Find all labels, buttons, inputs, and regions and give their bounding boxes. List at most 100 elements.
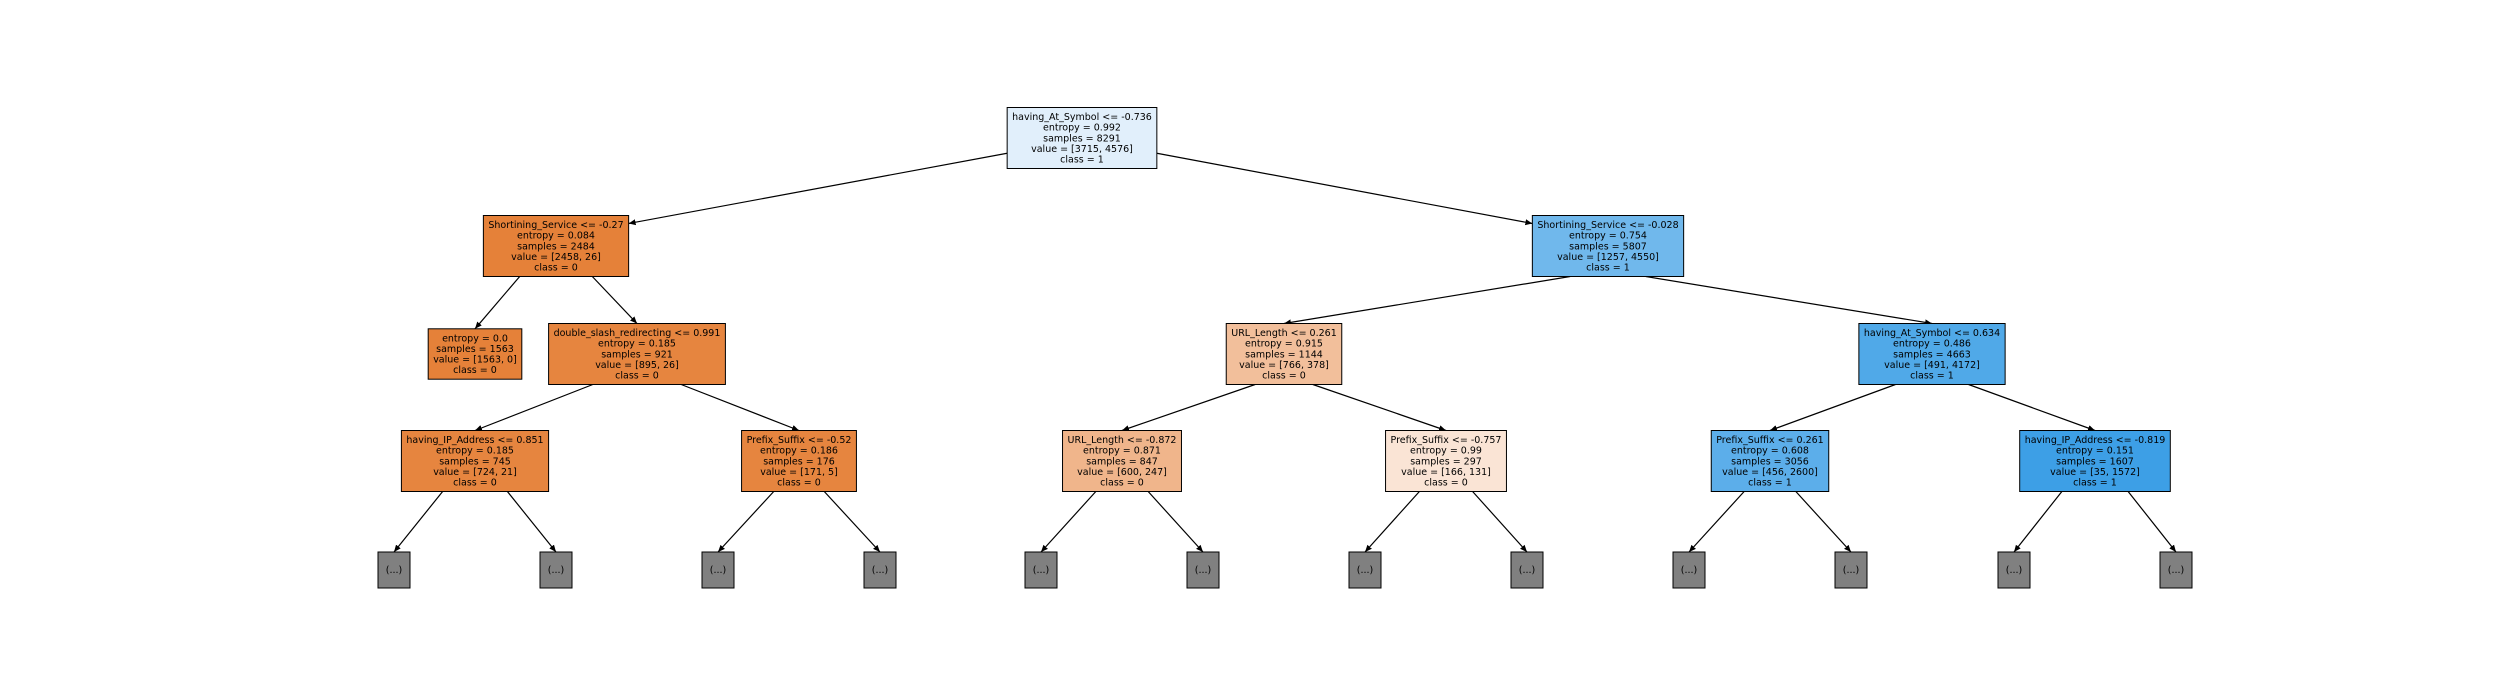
node-box <box>741 430 857 492</box>
node-text-line: entropy = 0.754 <box>1569 231 1647 242</box>
node-text-line: value = [456, 2600] <box>1722 467 1818 478</box>
truncated-node-box <box>1510 551 1544 589</box>
node-text-line: value = [35, 1572] <box>2050 467 2140 478</box>
node-box <box>400 430 550 492</box>
truncated-node-label: (...) <box>1033 565 1049 576</box>
node-text-line: entropy = 0.915 <box>1245 339 1323 350</box>
truncated-node-label: (...) <box>1357 565 1373 576</box>
tree-edge <box>591 276 638 324</box>
node-box <box>1858 323 2006 385</box>
tree-edge <box>1283 275 1571 326</box>
node-text-line: value = [491, 4172] <box>1884 360 1980 371</box>
tree-edge <box>1472 491 1528 553</box>
node-text-line: class = 0 <box>777 478 821 489</box>
truncated-node: (...) <box>539 551 573 589</box>
tree-edge <box>1769 383 1896 432</box>
node-text-line: class = 0 <box>1424 478 1468 489</box>
truncated-node-label: (...) <box>1195 565 1211 576</box>
node-text-line: Shortining_Service <= -0.27 <box>488 220 623 231</box>
node-text-line: class = 0 <box>1262 371 1306 382</box>
node-text-line: entropy = 0.084 <box>517 231 595 242</box>
truncated-node-label: (...) <box>1843 565 1859 576</box>
node-text-line: having_At_Symbol <= -0.736 <box>1012 112 1152 123</box>
node-text-line: samples = 176 <box>763 456 835 467</box>
truncated-node-box <box>539 551 573 589</box>
node-text-line: class = 1 <box>1060 155 1104 166</box>
truncated-node: (...) <box>1672 551 1706 589</box>
node-text-line: class = 0 <box>534 263 578 274</box>
truncated-node-label: (...) <box>1519 565 1535 576</box>
node-text-line: value = [724, 21] <box>433 467 517 478</box>
tree-edges <box>393 152 2177 553</box>
node-text-line: value = [600, 247] <box>1077 467 1167 478</box>
tree-edge <box>1121 383 1256 432</box>
node-text-line: value = [171, 5] <box>760 467 838 478</box>
node-text-line: samples = 2484 <box>517 241 595 252</box>
node-text-line: samples = 1144 <box>1245 349 1323 360</box>
node-text-line: Shortining_Service <= -0.028 <box>1537 220 1678 231</box>
node-box <box>427 328 523 380</box>
node-text-line: samples = 1607 <box>2056 456 2134 467</box>
node-text-line: samples = 297 <box>1410 456 1482 467</box>
truncated-node: (...) <box>863 551 897 589</box>
tree-edge <box>1156 152 1533 226</box>
node-text-line: double_slash_redirecting <= 0.991 <box>554 328 721 339</box>
node-text-line: entropy = 0.99 <box>1410 446 1482 457</box>
tree-edge <box>1364 491 1420 553</box>
tree-edge <box>1147 491 1204 553</box>
truncated-node-box <box>1348 551 1382 589</box>
node-text-line: entropy = 0.185 <box>436 446 514 457</box>
truncated-node-box <box>863 551 897 589</box>
truncated-node-box <box>1834 551 1868 589</box>
truncated-node: (...) <box>2159 551 2193 589</box>
node-box <box>2019 430 2171 492</box>
tree-edge <box>1688 491 1745 553</box>
node-text-line: entropy = 0.185 <box>598 339 676 350</box>
node-text-line: entropy = 0.608 <box>1731 446 1809 457</box>
node-text-line: entropy = 0.186 <box>760 446 838 457</box>
truncated-node: (...) <box>1024 551 1058 589</box>
truncated-node-box <box>701 551 735 589</box>
node-text-line: class = 1 <box>2073 478 2117 489</box>
truncated-node-label: (...) <box>1681 565 1697 576</box>
truncated-node-label: (...) <box>2168 565 2184 576</box>
tree-edge <box>2127 491 2177 553</box>
node-text-line: URL_Length <= 0.261 <box>1231 328 1337 339</box>
node-text-line: entropy = 0.0 <box>442 333 508 344</box>
node-text-line: entropy = 0.151 <box>2056 446 2134 457</box>
node-text-line: class = 1 <box>1586 263 1630 274</box>
node-text-line: samples = 3056 <box>1731 456 1809 467</box>
node-text-line: having_At_Symbol <= 0.634 <box>1864 328 2000 339</box>
node-box <box>1006 107 1158 169</box>
node-text-line: value = [2458, 26] <box>511 252 601 263</box>
node-text-line: samples = 745 <box>439 456 511 467</box>
node-text-line: value = [1563, 0] <box>433 355 517 366</box>
node-text-line: entropy = 0.486 <box>1893 339 1971 350</box>
node-text-line: samples = 1563 <box>436 344 514 355</box>
tree-edge <box>628 152 1008 226</box>
node-box <box>482 215 630 277</box>
node-text-line: value = [766, 378] <box>1239 360 1329 371</box>
node-text-line: samples = 8291 <box>1043 133 1121 144</box>
tree-node: double_slash_redirecting <= 0.991entropy… <box>548 323 726 385</box>
truncated-node-label: (...) <box>872 565 888 576</box>
truncated-node: (...) <box>377 551 411 589</box>
tree-edge <box>680 383 800 432</box>
node-text-line: URL_Length <= -0.872 <box>1068 435 1177 446</box>
truncated-node-box <box>1024 551 1058 589</box>
truncated-node-label: (...) <box>386 565 402 576</box>
tree-edge <box>717 491 775 553</box>
truncated-node-box <box>1672 551 1706 589</box>
truncated-node-label: (...) <box>2006 565 2022 576</box>
node-box <box>1531 215 1685 277</box>
